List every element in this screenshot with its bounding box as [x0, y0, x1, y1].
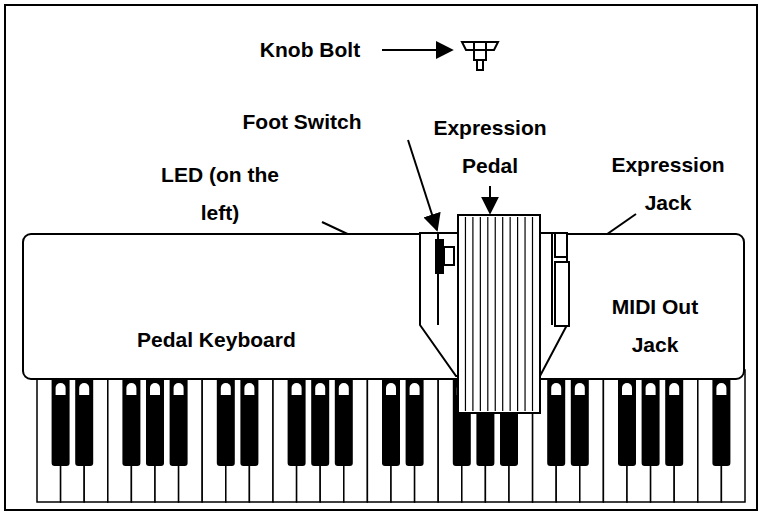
black-key — [382, 370, 400, 466]
knob-bolt — [462, 42, 498, 70]
black-key — [75, 370, 93, 466]
leader-line — [408, 140, 437, 230]
led — [436, 240, 443, 273]
black-key — [52, 370, 70, 466]
black-key — [642, 370, 660, 466]
midi-out-jack — [555, 262, 569, 326]
black-key — [311, 370, 329, 466]
frame — [5, 5, 757, 510]
black-key — [170, 370, 188, 466]
leader-line — [489, 186, 491, 213]
leader-line — [382, 49, 452, 51]
black-key — [240, 370, 258, 466]
black-key — [217, 370, 235, 466]
housing-edge — [551, 233, 553, 325]
black-key — [665, 370, 683, 466]
part-label: MIDI Out Jack — [595, 288, 715, 364]
black-key — [571, 370, 589, 466]
pedal-keys — [37, 370, 745, 502]
part-label: Expression Pedal — [425, 109, 555, 185]
black-key — [122, 370, 140, 466]
part-label: Foot Switch — [222, 103, 382, 141]
black-key — [712, 370, 730, 466]
black-key — [476, 370, 494, 466]
black-key — [618, 370, 636, 466]
expression-jack — [555, 233, 567, 257]
housing-edge — [437, 233, 439, 325]
part-label: LED (on the left) — [150, 156, 290, 232]
black-key — [547, 370, 565, 466]
part-label: Expression Jack — [603, 146, 733, 222]
black-key — [406, 370, 424, 466]
black-key — [335, 370, 353, 466]
foot-switch — [444, 247, 454, 265]
black-key — [146, 370, 164, 466]
black-key — [288, 370, 306, 466]
node-title: Pedal Keyboard — [137, 321, 296, 359]
part-label: Knob Bolt — [240, 31, 380, 69]
black-key — [500, 370, 518, 466]
black-key — [453, 370, 471, 466]
pedal-ribs — [465, 217, 532, 411]
pedal-housing — [420, 233, 567, 376]
expression-pedal — [458, 215, 540, 413]
